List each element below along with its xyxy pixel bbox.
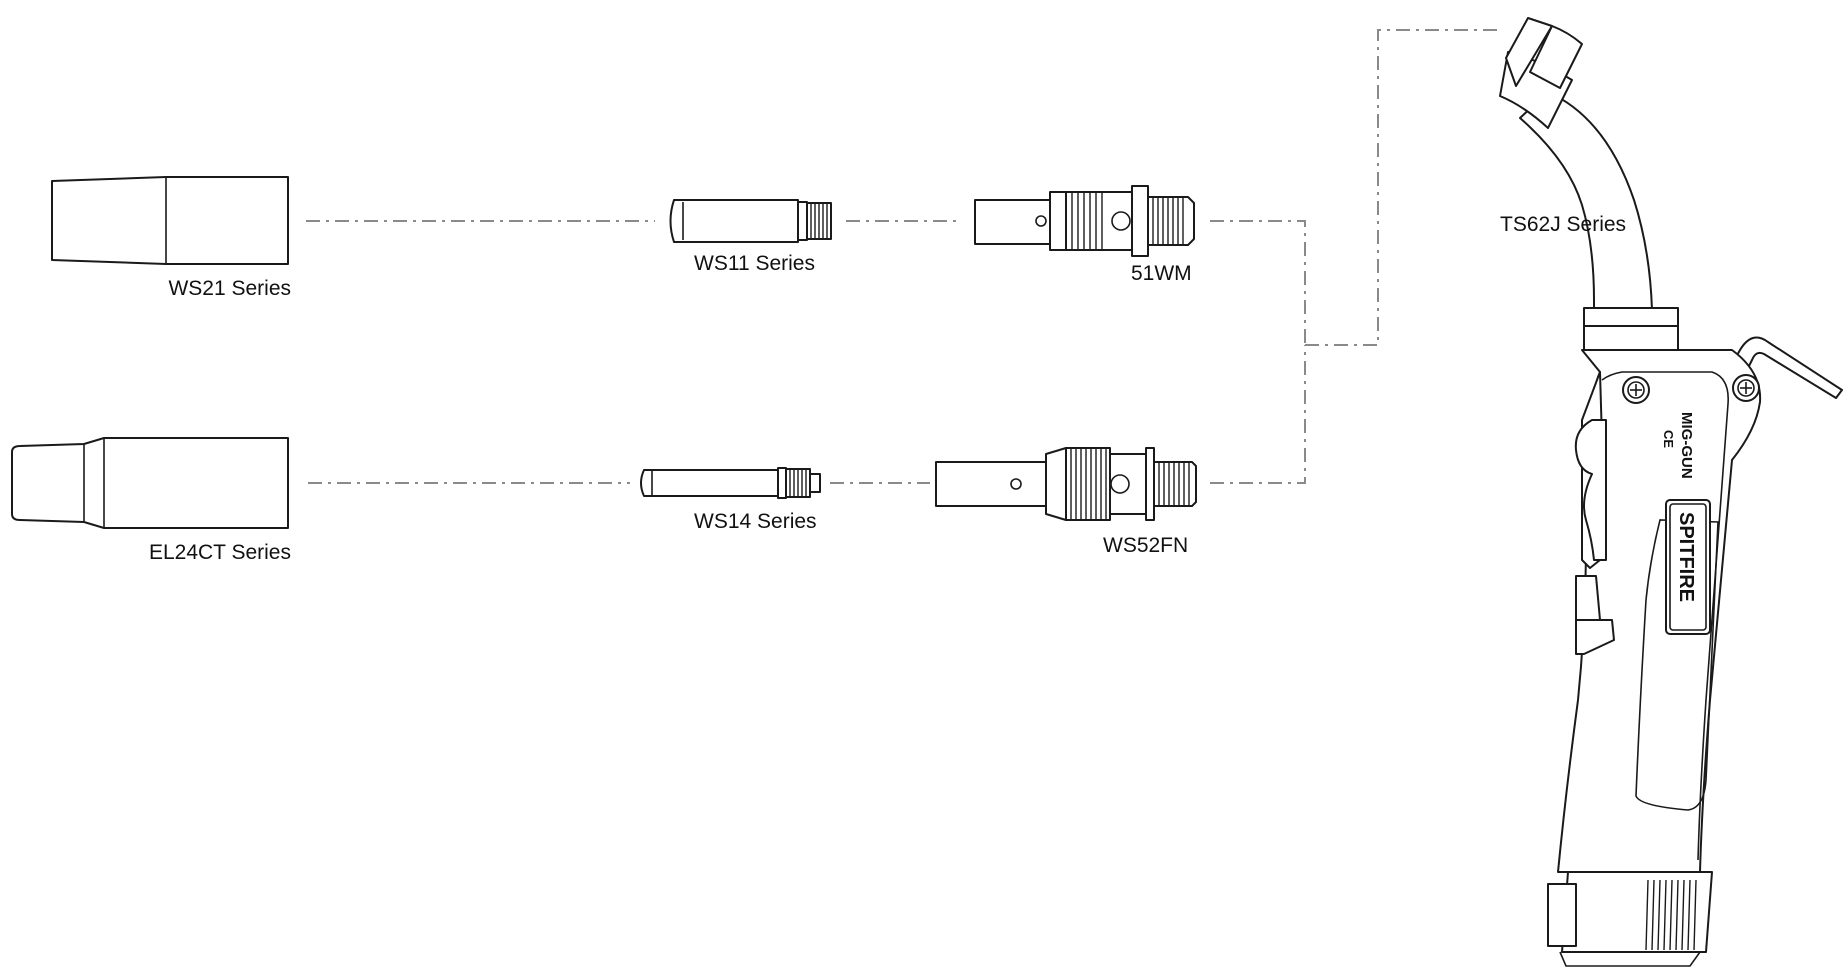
ws21-label: WS21 Series (168, 277, 291, 300)
51wm-gas-diffuser (974, 185, 1195, 257)
leader-51wm-junction (1210, 220, 1306, 345)
trigger (1574, 419, 1608, 561)
leader-ws52fn-junction (1210, 345, 1306, 484)
ws52fn-label: WS52FN (1103, 534, 1188, 557)
grip-recess (1635, 519, 1719, 811)
model-text: MIG-GUN (1678, 412, 1695, 479)
lock-lever (1575, 575, 1601, 621)
el24ct-nozzle (11, 437, 289, 529)
ws14-contact-tip (640, 467, 821, 499)
rear-clip (1547, 883, 1577, 947)
ws52fn-gas-diffuser (935, 447, 1197, 521)
leader-junction-torch (1305, 29, 1500, 346)
ts62j-torch: SPITFIRE MIG-GUN CE (1499, 17, 1843, 967)
ws11-contact-tip (669, 199, 832, 243)
ws14-label: WS14 Series (694, 510, 817, 533)
collar-ring (1583, 307, 1679, 327)
51wm-label: 51WM (1131, 262, 1192, 285)
hanging-hook (1729, 336, 1843, 399)
left-screw (1622, 376, 1650, 404)
ws21-nozzle (51, 176, 289, 265)
el24ct-label: EL24CT Series (149, 541, 291, 564)
right-screw (1732, 374, 1760, 402)
leader-lines (306, 29, 1500, 484)
ws11-label: WS11 Series (694, 252, 815, 275)
ts62j-label: TS62J Series (1500, 213, 1626, 236)
ce-mark: CE (1661, 430, 1676, 448)
brand-badge: SPITFIRE (1665, 499, 1711, 635)
brand-text: SPITFIRE (1675, 512, 1697, 602)
